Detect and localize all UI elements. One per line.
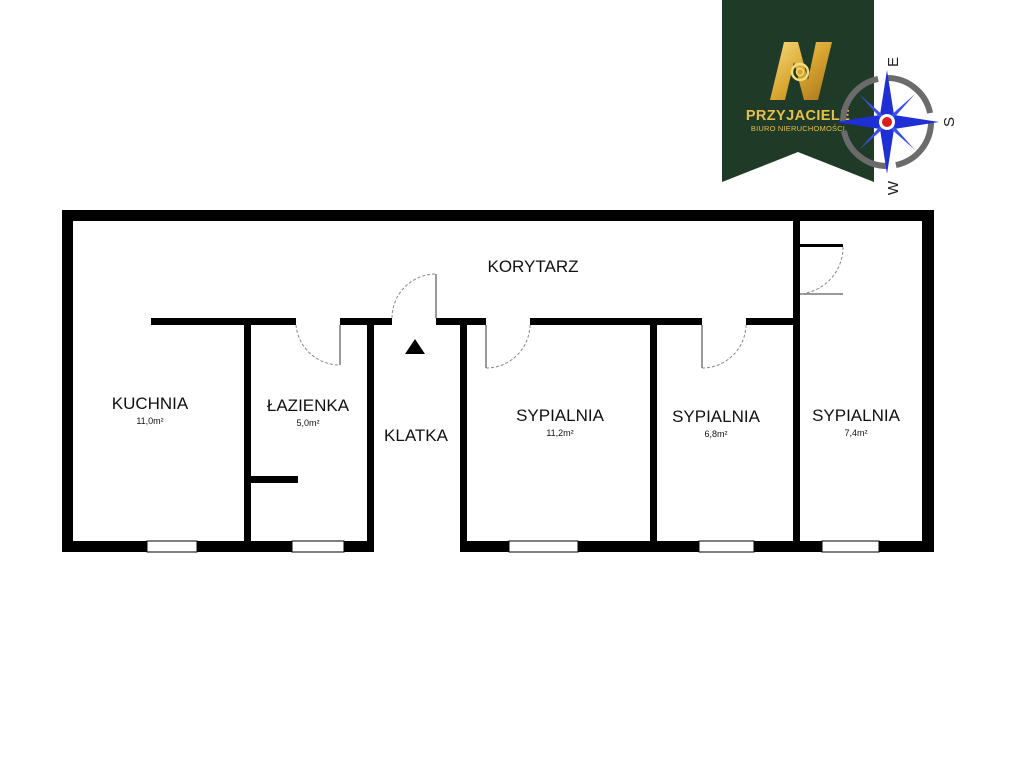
wall-klatka-left: [367, 318, 374, 552]
door-sypialnia-2: [701, 324, 747, 369]
wall-bottom-left: [62, 541, 373, 552]
wall-klatka-right: [460, 318, 467, 552]
room-name-lazienka: ŁAZIENKA: [267, 396, 350, 415]
room-name-klatka: KLATKA: [384, 426, 449, 445]
wall-sypialnia-1-2: [650, 318, 657, 552]
door-sypialnia-3: [799, 246, 844, 295]
logo-banner: [722, 0, 874, 182]
room-area-sypialnia-3: 7,4m²: [844, 428, 867, 438]
wall-lazienka-stub: [244, 476, 298, 483]
wall-corridor-2: [340, 318, 392, 325]
window-sypialnia-3: [821, 540, 880, 553]
room-name-sypialnia-3: SYPIALNIA: [812, 406, 901, 425]
door-sypialnia-1: [485, 324, 531, 369]
logo-title: PRZYJACIELE: [746, 108, 850, 124]
logo-subtitle: BIURO NIERUCHOMOŚCI: [751, 124, 845, 133]
room-labels: KORYTARZ KUCHNIA 11,0m² ŁAZIENKA 5,0m² K…: [112, 257, 901, 445]
window-kuchnia: [146, 540, 198, 553]
room-name-sypialnia-2: SYPIALNIA: [672, 407, 761, 426]
wall-corridor-1: [151, 318, 296, 325]
room-name-kuchnia: KUCHNIA: [112, 394, 189, 413]
compass-rose-icon: E S W: [835, 57, 958, 195]
room-area-sypialnia-1: 11,2m²: [546, 428, 573, 438]
room-area-sypialnia-2: 6,8m²: [704, 429, 727, 439]
room-area-kuchnia: 11,0m²: [136, 416, 163, 426]
door-lazienka: [295, 324, 341, 366]
entrance-arrow-icon: [405, 339, 425, 354]
room-area-lazienka: 5,0m²: [296, 418, 319, 428]
logo-emblem-icon: [770, 42, 832, 100]
compass-letter-w: W: [885, 180, 902, 195]
wall-corridor-4: [530, 318, 702, 325]
window-lazienka: [291, 540, 345, 553]
windows: [146, 540, 880, 553]
compass-letter-s: S: [941, 117, 958, 127]
door-entrance: [391, 273, 437, 319]
window-sypialnia-1: [508, 540, 579, 553]
wall-kuchnia-lazienka: [244, 318, 251, 552]
wall-bottom-right: [460, 541, 934, 552]
wall-top: [62, 210, 934, 221]
doors: [295, 246, 844, 369]
window-sypialnia-2: [698, 540, 755, 553]
room-name-sypialnia-1: SYPIALNIA: [516, 406, 605, 425]
compass-letter-e: E: [885, 57, 902, 67]
wall-sypialnia-2-3: [793, 221, 800, 552]
wall-door-stub: [793, 244, 843, 247]
wall-right: [922, 210, 934, 552]
walls: [62, 210, 934, 552]
room-name-korytarz: KORYTARZ: [488, 257, 579, 276]
agency-logo: PRZYJACIELE BIURO NIERUCHOMOŚCI: [722, 0, 874, 182]
wall-corridor-5: [746, 318, 798, 325]
wall-left: [62, 210, 73, 552]
